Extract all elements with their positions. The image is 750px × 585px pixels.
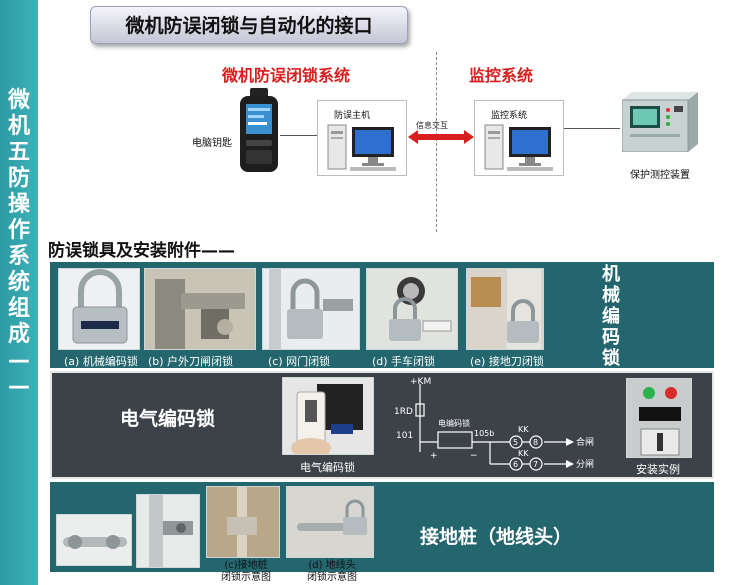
open-arrow-icon xyxy=(566,460,574,468)
ground-post-photo xyxy=(136,494,200,568)
circuit-open: 分闸 xyxy=(576,459,594,470)
mech-caption-a: (a) 机械编码锁 xyxy=(64,355,138,368)
ground-wire-photo xyxy=(56,514,132,566)
computer-key-icon xyxy=(240,88,278,172)
outdoor-switch-lock-photo xyxy=(144,268,256,350)
electric-photo-caption: 电气编码锁 xyxy=(300,461,355,474)
electric-circuit-diagram: +KM 1RD 101 电编码锁 105b + − KK KK 5 8 6 7 … xyxy=(394,377,594,471)
circuit-km: +KM xyxy=(410,377,431,387)
close-arrow-icon xyxy=(566,438,574,446)
wire-lock-image xyxy=(287,487,373,557)
ground-switch-lock-photo xyxy=(466,268,544,350)
title-banner: 微机防误闭锁与自动化的接口 xyxy=(90,6,408,44)
ground-post-lock-photo xyxy=(206,486,280,558)
circuit-plus: + xyxy=(430,451,438,461)
right-system-title: 监控系统 xyxy=(469,66,534,85)
side-char: 统 xyxy=(7,270,30,295)
mechanical-lock-photo xyxy=(58,268,140,350)
circuit-lock-label: 电编码锁 xyxy=(438,418,470,428)
circuit-105b: 105b xyxy=(474,429,494,438)
ground-caption-a: (a) 地线头 xyxy=(60,573,112,585)
ground-post-image xyxy=(137,495,199,567)
system-divider xyxy=(436,52,437,232)
side-char: 防 xyxy=(7,166,30,191)
double-arrow-icon xyxy=(408,130,474,144)
install-caption: 安装实例 xyxy=(636,463,680,476)
mech-side-label: 机 械 编 码 锁 xyxy=(596,264,626,369)
switch-lock-image xyxy=(145,269,255,349)
desktop-pc-icon xyxy=(327,124,396,171)
mesh-door-lock-photo xyxy=(262,268,360,350)
host-label: 防误主机 xyxy=(334,111,371,121)
monitor-label: 监控系统 xyxy=(491,111,528,121)
host-pc-frame: 防误主机 xyxy=(317,100,407,176)
protection-device-icon xyxy=(622,92,698,152)
install-example-photo xyxy=(626,378,692,458)
side-char: 系 xyxy=(7,244,30,269)
left-system-title: 微机防误闭锁系统 xyxy=(222,66,351,85)
electric-title: 电气编码锁 xyxy=(120,408,216,430)
circuit-c6: 6 xyxy=(513,460,518,469)
mech-side-char: 编 xyxy=(602,306,620,327)
ground-caption-c-line1: (c)接地桩 xyxy=(224,560,268,571)
exchange-label: 信息交互 xyxy=(416,121,448,130)
electric-lock-photo xyxy=(282,377,374,455)
electric-lock-panel xyxy=(50,371,714,479)
section-title: 防误锁具及安装附件—— xyxy=(48,241,235,261)
mech-side-char: 械 xyxy=(602,285,620,306)
key-link-line xyxy=(280,135,318,136)
circuit-ird: 1RD xyxy=(394,407,413,417)
key-label: 电脑钥匙 xyxy=(192,138,232,149)
side-char: 成 xyxy=(7,322,30,347)
side-char: — xyxy=(8,374,30,399)
trolley-lock-photo xyxy=(366,268,458,350)
side-char: 操 xyxy=(7,192,30,217)
trolley-lock-image xyxy=(367,269,457,349)
mech-caption-d: (d) 手车闭锁 xyxy=(372,355,436,368)
ground-caption-d-line1: (d) 地线头 xyxy=(308,560,356,571)
mech-side-char: 机 xyxy=(602,264,620,285)
mech-caption-c: (c) 网门闭锁 xyxy=(268,355,331,368)
circuit-101: 101 xyxy=(396,431,413,441)
side-band xyxy=(0,0,38,585)
side-char: 作 xyxy=(7,218,30,243)
door-lock-image xyxy=(263,269,359,349)
page-title: 微机防误闭锁与自动化的接口 xyxy=(125,15,373,37)
mech-side-char: 锁 xyxy=(602,348,620,369)
ground-caption-d: (d) 地线头 闭锁示意图 xyxy=(290,560,374,584)
ground-caption-b: (b) 接地桩 xyxy=(138,573,191,585)
circuit-c7: 7 xyxy=(533,460,538,469)
mech-caption-e: (e) 接地刀闭锁 xyxy=(470,355,544,368)
mech-caption-b: (b) 户外刀闸闭锁 xyxy=(148,355,234,368)
side-char: 机 xyxy=(7,114,30,139)
protection-link-line xyxy=(564,128,620,129)
ground-switch-image xyxy=(467,269,543,349)
side-char: — xyxy=(8,348,30,373)
ground-caption-c: (c)接地桩 闭锁示意图 xyxy=(206,560,286,584)
circuit-kk1: KK xyxy=(518,425,529,434)
circuit-kk2: KK xyxy=(518,449,529,458)
ground-wire-lock-photo xyxy=(286,486,374,558)
ground-caption-d-line2: 闭锁示意图 xyxy=(307,572,357,583)
circuit-c5: 5 xyxy=(513,438,518,447)
side-char: 组 xyxy=(7,296,30,321)
post-lock-image xyxy=(207,487,279,557)
padlock-icon xyxy=(72,269,128,344)
side-char: 五 xyxy=(7,140,30,165)
side-title: 微 机 五 防 操 作 系 统 组 成 — — xyxy=(0,88,38,400)
ground-wire-image xyxy=(57,515,131,565)
circuit-minus: − xyxy=(470,451,478,461)
circuit-close: 合闸 xyxy=(576,436,594,448)
side-char: 微 xyxy=(7,88,30,113)
monitor-pc-frame: 监控系统 xyxy=(474,100,564,176)
circuit-c8: 8 xyxy=(533,438,538,447)
desktop-pc-icon xyxy=(484,124,553,171)
mech-side-char: 码 xyxy=(602,327,620,348)
electric-lock-image xyxy=(283,378,373,454)
ground-caption-c-line2: 闭锁示意图 xyxy=(221,572,271,583)
protection-label: 保护测控装置 xyxy=(630,170,690,181)
install-panel-image xyxy=(627,379,691,457)
grounding-title: 接地桩（地线头） xyxy=(420,526,573,548)
